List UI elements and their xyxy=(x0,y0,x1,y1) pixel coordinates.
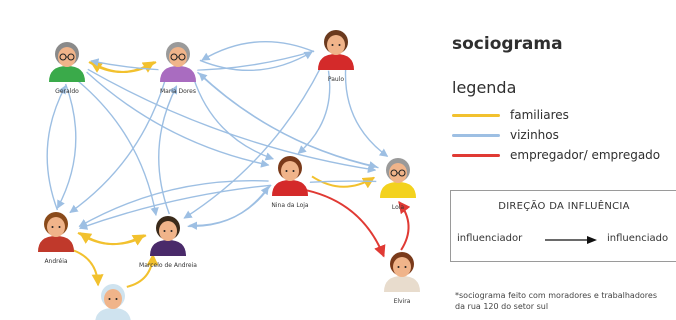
legend-swatch-vizinhos xyxy=(452,133,500,137)
edge-geraldo-to-lola xyxy=(87,68,377,174)
avatar-body xyxy=(318,54,354,70)
legend-item-familiares: familiares xyxy=(452,107,569,123)
person-label-andreia: Andréia xyxy=(44,258,67,265)
eyes-icon xyxy=(331,44,341,46)
legend-item-vizinhos: vizinhos xyxy=(452,127,559,143)
avatar-body xyxy=(384,276,420,292)
edge-maria-to-nina xyxy=(192,77,274,161)
influenced-label: influenciado xyxy=(607,233,669,244)
edge-nina-to-andreia xyxy=(78,180,269,228)
avatar-face xyxy=(393,257,411,277)
avatar-face xyxy=(159,221,177,241)
glasses-icon xyxy=(59,53,75,61)
eyes-icon xyxy=(108,298,118,300)
legend-title: legenda xyxy=(452,78,517,97)
person-marcelo: Marcelo de Andreia xyxy=(139,215,197,269)
influence-direction-box: DIREÇÃO DA INFLUÊNCIA influenciador infl… xyxy=(450,190,676,262)
person-label-paulo: Paulo xyxy=(328,76,344,83)
avatar-body xyxy=(380,182,416,198)
edge-paulo-to-marcelo xyxy=(183,65,322,219)
edge-geraldo-to-marcelo xyxy=(77,80,159,217)
edge-maria-to-paulo xyxy=(199,51,313,72)
person-paulo: Paulo xyxy=(315,29,357,83)
edge-paulo-to-maria xyxy=(201,40,315,61)
legend-label-familiares: familiares xyxy=(510,108,569,122)
person-maria: Maria Dores xyxy=(157,41,199,95)
person-label-nina: Nina da Loja xyxy=(271,202,309,209)
eyes-icon xyxy=(51,226,61,228)
edge-nina-to-elvira xyxy=(306,189,386,258)
avatar-body xyxy=(95,308,131,320)
edge-paulo-to-lola xyxy=(344,69,389,157)
edge-andreia-to-marcelo xyxy=(77,231,146,246)
avatar-body xyxy=(272,180,308,196)
edge-andreia-to-baby xyxy=(69,248,104,287)
eyes-icon xyxy=(163,230,173,232)
person-lola: Lola xyxy=(377,157,419,211)
person-label-marcelo: Marcelo de Andreia xyxy=(139,262,197,269)
avatar-face xyxy=(281,161,299,181)
person-label-maria: Maria Dores xyxy=(160,88,196,95)
glasses-icon xyxy=(170,53,186,61)
edge-lola-to-maria xyxy=(198,72,379,169)
person-label-lola: Lola xyxy=(392,204,405,211)
person-geraldo: Geraldo xyxy=(46,41,88,95)
person-nina: Nina da Loja xyxy=(269,155,311,209)
person-label-elvira: Elvira xyxy=(394,298,411,305)
avatar-body xyxy=(38,236,74,252)
edge-marcelo-to-nina xyxy=(187,185,270,228)
glasses-icon xyxy=(390,169,406,177)
influence-direction-title: DIREÇÃO DA INFLUÊNCIA xyxy=(498,201,630,212)
avatar-body xyxy=(160,66,196,82)
legend-swatch-familiares xyxy=(452,113,500,117)
edge-baby-to-marcelo xyxy=(126,253,159,288)
person-label-geraldo: Geraldo xyxy=(55,88,79,95)
edge-paulo-to-nina xyxy=(297,70,331,155)
edge-maria-to-andreia xyxy=(69,79,166,214)
avatar-body xyxy=(150,240,186,256)
influencer-label: influenciador xyxy=(457,233,523,244)
edge-paulo-to-geraldo xyxy=(90,50,315,72)
diagram-title: sociograma xyxy=(452,34,563,54)
avatar-face xyxy=(327,35,345,55)
person-baby xyxy=(92,283,134,320)
footnote: *sociograma feito com moradores e trabal… xyxy=(455,291,657,311)
legend-item-empregador: empregador/ empregado xyxy=(452,147,660,163)
edge-andreia-to-geraldo xyxy=(46,85,67,211)
eyes-icon xyxy=(285,170,295,172)
edges-layer xyxy=(46,40,411,288)
person-andreia: Andréia xyxy=(35,211,77,265)
eyes-icon xyxy=(397,266,407,268)
edge-geraldo-to-nina xyxy=(86,71,270,168)
legend-label-empregador: empregador/ empregado xyxy=(510,148,661,162)
legend-swatch-empregador xyxy=(452,153,500,157)
edge-elvira-to-lola xyxy=(398,201,411,251)
edge-lola-to-andreia xyxy=(78,180,377,230)
person-elvira: Elvira xyxy=(381,251,423,305)
avatar-face xyxy=(104,289,122,309)
avatar-face xyxy=(47,217,65,237)
avatar-body xyxy=(49,66,85,82)
direction-arrow-icon xyxy=(545,236,597,244)
edge-marcelo-to-maria xyxy=(158,85,178,215)
legend-label-vizinhos: vizinhos xyxy=(510,128,559,142)
edge-geraldo-to-andreia xyxy=(56,83,77,209)
